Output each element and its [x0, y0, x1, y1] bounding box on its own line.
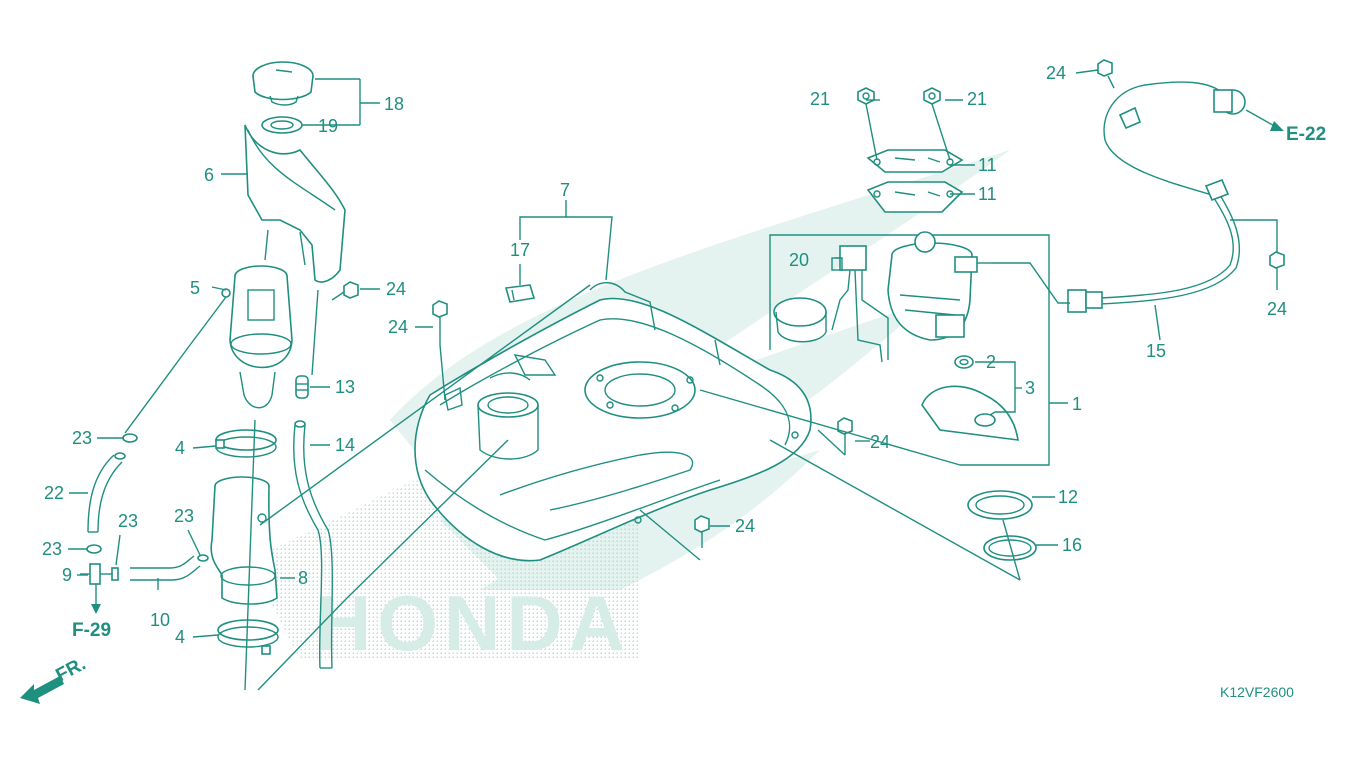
- label-16: 16: [1062, 535, 1082, 555]
- drain-clip-23-side: [111, 567, 119, 581]
- label-24-tank-right: 24: [870, 432, 890, 452]
- e22-reference-arrow: [1245, 109, 1284, 131]
- label-22: 22: [44, 483, 64, 503]
- label-19: 19: [318, 116, 338, 136]
- connector-tube-10: [130, 554, 209, 581]
- label-24-harness-right: 24: [1267, 299, 1287, 319]
- filler-neck-rubber: [221, 265, 293, 409]
- label-6: 6: [204, 165, 214, 185]
- bolt-24-harness-top: [1097, 59, 1115, 89]
- fuel-gauge-sender-20: [773, 245, 889, 363]
- pump-base-plate-3: [921, 385, 1019, 441]
- label-23-left: 23: [42, 539, 62, 559]
- pump-nut-2: [954, 355, 974, 369]
- breather-hose-clip: [295, 375, 309, 399]
- ref-e22[interactable]: E-22: [1286, 124, 1326, 145]
- pump-ring-16: [983, 535, 1037, 561]
- three-way-joint: [80, 563, 112, 585]
- leader-lines: [68, 69, 1278, 691]
- drain-tube: [87, 452, 126, 533]
- label-20: 20: [789, 250, 809, 270]
- label-9: 9: [62, 565, 72, 585]
- label-21-right: 21: [967, 89, 987, 109]
- label-12: 12: [1058, 487, 1078, 507]
- bolt-24-tank-left: [432, 300, 448, 345]
- fuel-pump-group-box: [769, 234, 1050, 466]
- label-10: 10: [150, 610, 170, 630]
- label-24-tank-bottom: 24: [735, 516, 755, 536]
- label-8: 8: [298, 568, 308, 588]
- label-24-cover: 24: [386, 279, 406, 299]
- label-23-right: 23: [174, 506, 194, 526]
- bolt-24-harness-right: [1269, 238, 1285, 269]
- bolt-24-tank-bottom: [694, 515, 710, 548]
- label-5: 5: [190, 278, 200, 298]
- part-number-labels: 1 2 3 4 4 5 6 7 8 9 10 11 11 12 13 14 15…: [42, 63, 1287, 647]
- filler-cap-seal: [261, 116, 303, 134]
- set-plate-upper-11: [866, 149, 964, 173]
- drain-clip-23-mid: [86, 544, 102, 554]
- label-1: 1: [1072, 394, 1082, 414]
- label-24-harness-top: 24: [1046, 63, 1066, 83]
- hose-band-upper: [215, 429, 277, 458]
- label-3: 3: [1025, 378, 1035, 398]
- fuel-tank: [414, 282, 812, 562]
- label-11-upper: 11: [978, 155, 997, 175]
- fuel-pump-body: [887, 231, 992, 341]
- label-15: 15: [1146, 341, 1166, 361]
- fuel-filler-cap: [252, 61, 314, 106]
- label-4-upper: 4: [175, 438, 185, 458]
- label-14: 14: [335, 435, 355, 455]
- filler-cover: [244, 124, 346, 283]
- f29-reference-arrow: [91, 584, 101, 614]
- label-7: 7: [560, 180, 570, 200]
- drain-clip-23-top: [122, 433, 138, 443]
- label-2: 2: [986, 352, 996, 372]
- label-4-lower: 4: [175, 627, 185, 647]
- label-17: 17: [510, 240, 530, 260]
- label-18: 18: [384, 94, 404, 114]
- bolt-24-tank-right: [837, 417, 853, 455]
- watermark-honda-text: HONDA: [315, 579, 631, 667]
- label-23-top: 23: [72, 428, 92, 448]
- front-direction-arrow-icon: [20, 676, 64, 704]
- nut-21-left: [857, 87, 875, 105]
- label-23-mid: 23: [118, 511, 138, 531]
- diagram-code: K12VF2600: [1220, 684, 1294, 700]
- label-13: 13: [335, 377, 355, 397]
- label-21-left: 21: [810, 89, 830, 109]
- set-plate-lower-11: [866, 181, 964, 213]
- label-11-lower: 11: [978, 184, 997, 204]
- label-24-tank-left: 24: [388, 317, 408, 337]
- filler-hose: [210, 476, 278, 605]
- pump-gasket-12: [967, 490, 1033, 520]
- pump-wire-harness-15: [1067, 81, 1246, 313]
- nut-21-right: [923, 87, 941, 105]
- bolt-24-cover: [331, 281, 359, 301]
- tank-clip-17: [504, 284, 536, 303]
- ref-f29[interactable]: F-29: [72, 620, 111, 641]
- breather-hose: [293, 420, 333, 669]
